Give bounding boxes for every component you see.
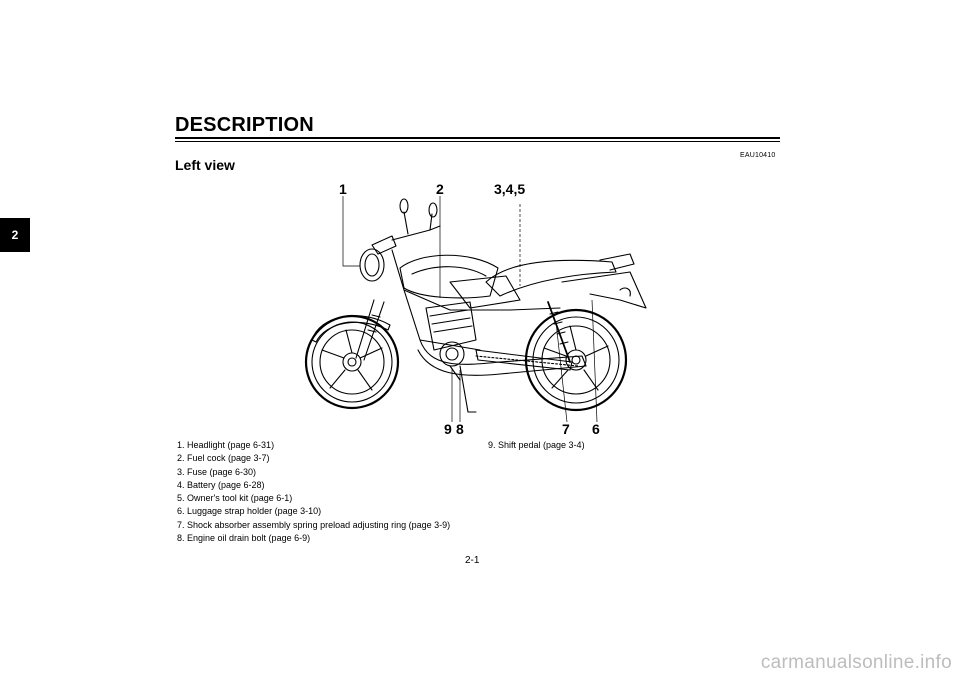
legend-item: 2. Fuel cock (page 3-7) <box>177 453 270 464</box>
title-rule-thin <box>175 141 780 142</box>
title-rule <box>175 137 780 139</box>
legend-item: 8. Engine oil drain bolt (page 6-9) <box>177 533 311 544</box>
page-number: 2-1 <box>465 555 480 566</box>
callout-2: 2 <box>436 181 444 197</box>
section-subtitle: Left view <box>175 157 235 173</box>
callout-8: 8 <box>456 421 464 437</box>
legend-item: 6. Luggage strap holder (page 3-10) <box>177 506 322 517</box>
motorcycle-left-view-illustration <box>304 196 647 423</box>
section-code: EAU10410 <box>740 152 776 159</box>
chapter-tab-label: 2 <box>11 228 19 242</box>
callout-7: 7 <box>562 421 570 437</box>
callout-3-4-5: 3,4,5 <box>494 181 526 197</box>
chapter-tab: 2 <box>0 218 30 252</box>
watermark: carmanualsonline.info <box>760 652 952 673</box>
legend-right: 9. Shift pedal (page 3-4) <box>488 439 585 452</box>
legend-left: 1. Headlight (page 6-31) 2. Fuel cock (p… <box>177 439 450 545</box>
legend-item: 9. Shift pedal (page 3-4) <box>488 440 585 450</box>
callout-1: 1 <box>339 181 347 197</box>
legend-item: 4. Battery (page 6-28) <box>177 479 265 490</box>
legend-item: 3. Fuse (page 6-30) <box>177 466 257 477</box>
legend-item: 5. Owner's tool kit (page 6-1) <box>177 493 293 504</box>
callout-6: 6 <box>592 421 600 437</box>
legend-item: 1. Headlight (page 6-31) <box>177 440 275 450</box>
callout-9: 9 <box>444 421 452 437</box>
page-title: DESCRIPTION <box>175 114 314 136</box>
legend-item: 7. Shock absorber assembly spring preloa… <box>177 519 451 530</box>
